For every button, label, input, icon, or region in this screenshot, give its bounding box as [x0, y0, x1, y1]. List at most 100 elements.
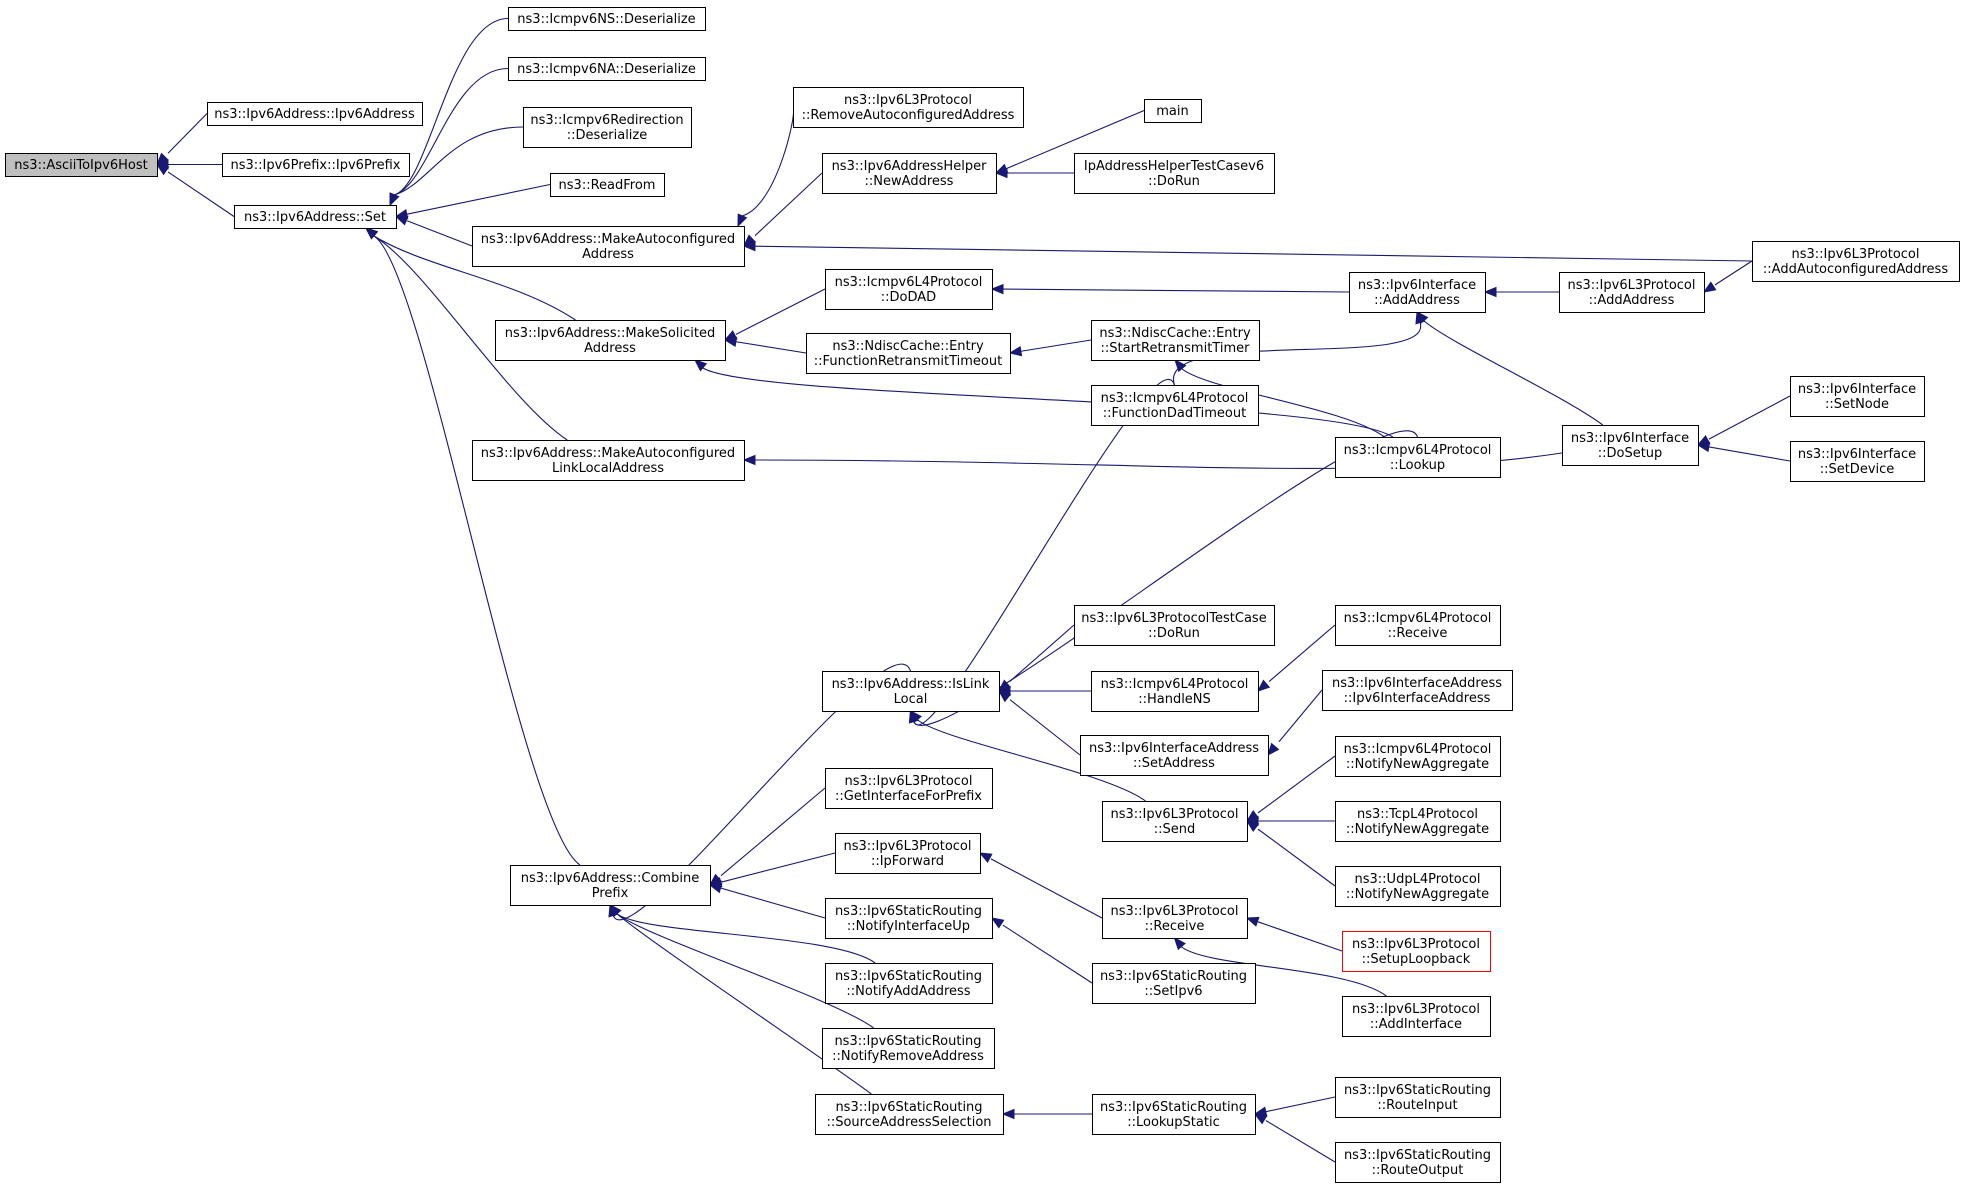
- node-box: [806, 333, 1011, 374]
- edge-line: [1257, 755, 1336, 814]
- node-label: ns3::Icmpv6L4Protocol: [1344, 611, 1492, 626]
- node-n34[interactable]: ns3::Icmpv6L4Protocol::NotifyNewAggregat…: [1335, 736, 1501, 777]
- node-n2[interactable]: ns3::Ipv6Prefix::Ipv6Prefix: [222, 153, 410, 177]
- node-n19[interactable]: ns3::NdiscCache::Entry::StartRetransmitT…: [1091, 320, 1260, 361]
- edge-line: [612, 663, 912, 921]
- node-n41[interactable]: ns3::Ipv6StaticRouting::NotifyRemoveAddr…: [822, 1028, 995, 1069]
- edge-arrowhead: [1173, 936, 1186, 951]
- node-label: ns3::Icmpv6L4Protocol: [835, 275, 983, 290]
- node-label: ::RouteInput: [1377, 1098, 1457, 1113]
- node-n22[interactable]: ns3::Ipv6L3Protocol::AddAddress: [1559, 272, 1705, 313]
- node-n45[interactable]: ns3::Ipv6L3Protocol::SetupLoopback: [1342, 931, 1491, 972]
- node-n14[interactable]: main: [1144, 99, 1202, 123]
- node-n47[interactable]: ns3::Ipv6StaticRouting::LookupStatic: [1092, 1094, 1256, 1135]
- node-n7[interactable]: ns3::ReadFrom: [550, 173, 665, 197]
- node-n25[interactable]: ns3::Ipv6Interface::SetNode: [1790, 376, 1925, 417]
- node-n3[interactable]: ns3::Ipv6Address::Set: [234, 205, 397, 229]
- node-n17[interactable]: ns3::Icmpv6L4Protocol::DoDAD: [825, 269, 993, 310]
- node-n30[interactable]: ns3::Ipv6InterfaceAddress::SetAddress: [1080, 735, 1269, 776]
- node-box: [1335, 736, 1501, 777]
- edge-line: [373, 235, 576, 321]
- edge-line: [1268, 624, 1336, 682]
- node-n36[interactable]: ns3::UdpL4Protocol::NotifyNewAggregate: [1335, 866, 1501, 907]
- node-label: ::SetNode: [1825, 397, 1889, 412]
- edge-n19-n23: [1174, 358, 1385, 438]
- node-n15[interactable]: IpAddressHelperTestCasev6::DoRun: [1074, 153, 1275, 194]
- node-n23[interactable]: ns3::Icmpv6L4Protocol::Lookup: [1335, 437, 1501, 478]
- edge-line: [1265, 1120, 1336, 1163]
- node-label: ns3::Ipv6L3Protocol: [1111, 904, 1239, 919]
- node-box: [835, 833, 981, 874]
- edge-line: [1002, 288, 1350, 293]
- node-box: [207, 102, 423, 126]
- node-n8[interactable]: ns3::Ipv6Address::MakeAutoconfiguredAddr…: [472, 226, 745, 267]
- node-n29[interactable]: ns3::Icmpv6L4Protocol::HandleNS: [1091, 671, 1259, 712]
- node-label: ::RemoveAutoconfiguredAddress: [802, 108, 1015, 123]
- edge-arrowhead: [394, 215, 409, 226]
- node-box: [234, 205, 397, 229]
- node-n42[interactable]: ns3::Ipv6StaticRouting::SourceAddressSel…: [815, 1094, 1004, 1135]
- node-box: [1092, 963, 1256, 1004]
- node-n12[interactable]: ns3::Ipv6L3Protocol::RemoveAutoconfigure…: [793, 87, 1024, 128]
- edge-line: [720, 887, 826, 919]
- edge-n47-n49: [1253, 1113, 1336, 1163]
- node-n33[interactable]: ns3::Ipv6InterfaceAddress::Ipv6Interface…: [1322, 670, 1513, 711]
- node-n21[interactable]: ns3::Ipv6Interface::AddAddress: [1349, 272, 1486, 313]
- node-label: ns3::Icmpv6L4Protocol: [1101, 677, 1249, 692]
- node-label: ns3::Ipv6AddressHelper: [832, 159, 988, 174]
- node-n4[interactable]: ns3::Icmpv6NS::Deserialize: [508, 7, 706, 31]
- node-label: ::DoRun: [1148, 626, 1200, 641]
- edge-line: [615, 912, 872, 1095]
- node-n5[interactable]: ns3::Icmpv6NA::Deserialize: [508, 57, 706, 81]
- node-box: [1091, 385, 1259, 426]
- node-n39[interactable]: ns3::Ipv6StaticRouting::NotifyInterfaceU…: [825, 898, 993, 939]
- edge-line: [1180, 367, 1385, 438]
- node-n16[interactable]: ns3::Ipv6L3Protocol::AddAutoconfiguredAd…: [1752, 241, 1960, 282]
- edge-line: [1708, 446, 1791, 462]
- node-n18[interactable]: ns3::NdiscCache::Entry::FunctionRetransm…: [806, 333, 1011, 374]
- node-n13[interactable]: ns3::Ipv6AddressHelper::NewAddress: [822, 153, 997, 194]
- edge-n27-n28: [998, 624, 1075, 692]
- edge-arrowhead: [1245, 820, 1260, 833]
- node-label: ns3::Icmpv6NS::Deserialize: [517, 12, 695, 27]
- node-n0[interactable]: ns3::AsciiToIpv6Host: [5, 153, 158, 177]
- node-n1[interactable]: ns3::Ipv6Address::Ipv6Address: [207, 102, 423, 126]
- node-n24[interactable]: ns3::Ipv6Interface::DoSetup: [1562, 425, 1699, 466]
- node-label: ::AddAddress: [1589, 293, 1675, 308]
- edge-line: [912, 430, 1419, 726]
- node-n37[interactable]: ns3::Ipv6L3Protocol::GetInterfaceForPref…: [825, 768, 993, 809]
- edge-n24-n25: [1696, 395, 1791, 446]
- node-label: ::AddInterface: [1370, 1017, 1462, 1032]
- node-box: [1349, 272, 1486, 313]
- node-label: ns3::Ipv6L3Protocol: [844, 839, 972, 854]
- node-n48[interactable]: ns3::Ipv6StaticRouting::RouteInput: [1335, 1077, 1501, 1118]
- node-n20[interactable]: ns3::Icmpv6L4Protocol::FunctionDadTimeou…: [1091, 385, 1259, 426]
- node-n35[interactable]: ns3::TcpL4Protocol::NotifyNewAggregate: [1335, 801, 1501, 842]
- edge-arrowhead: [723, 336, 738, 348]
- node-n43[interactable]: ns3::Ipv6L3Protocol::Receive: [1102, 898, 1248, 939]
- node-label: ns3::UdpL4Protocol: [1355, 872, 1481, 887]
- node-n38[interactable]: ns3::Ipv6L3Protocol::IpForward: [835, 833, 981, 874]
- node-label: ns3::NdiscCache::Entry: [1099, 326, 1251, 341]
- node-label: ::Send: [1154, 822, 1196, 837]
- node-n10[interactable]: ns3::Ipv6Address::MakeAutoconfiguredLink…: [472, 440, 745, 481]
- node-box: [822, 1028, 995, 1069]
- edge-arrowhead: [997, 690, 1012, 703]
- node-n28[interactable]: ns3::Ipv6L3ProtocolTestCase::DoRun: [1074, 605, 1275, 646]
- node-n31[interactable]: ns3::Ipv6L3Protocol::Send: [1102, 801, 1248, 842]
- node-n32[interactable]: ns3::Icmpv6L4Protocol::Receive: [1335, 605, 1501, 646]
- node-n6[interactable]: ns3::Icmpv6Redirection::Deserialize: [523, 107, 692, 148]
- edge-n17-n21: [990, 283, 1350, 295]
- node-n40[interactable]: ns3::Ipv6StaticRouting::NotifyAddAddress: [825, 963, 993, 1004]
- node-box: [1790, 376, 1925, 417]
- edge-n3-n11: [364, 227, 581, 866]
- node-n44[interactable]: ns3::Ipv6StaticRouting::SetIpv6: [1092, 963, 1256, 1004]
- edge-arrowhead: [742, 240, 756, 252]
- node-n26[interactable]: ns3::Ipv6Interface::SetDevice: [1790, 441, 1925, 482]
- edge-n38-n43: [978, 852, 1103, 919]
- node-n46[interactable]: ns3::Ipv6L3Protocol::AddInterface: [1342, 996, 1491, 1037]
- node-n49[interactable]: ns3::Ipv6StaticRouting::RouteOutput: [1335, 1142, 1501, 1183]
